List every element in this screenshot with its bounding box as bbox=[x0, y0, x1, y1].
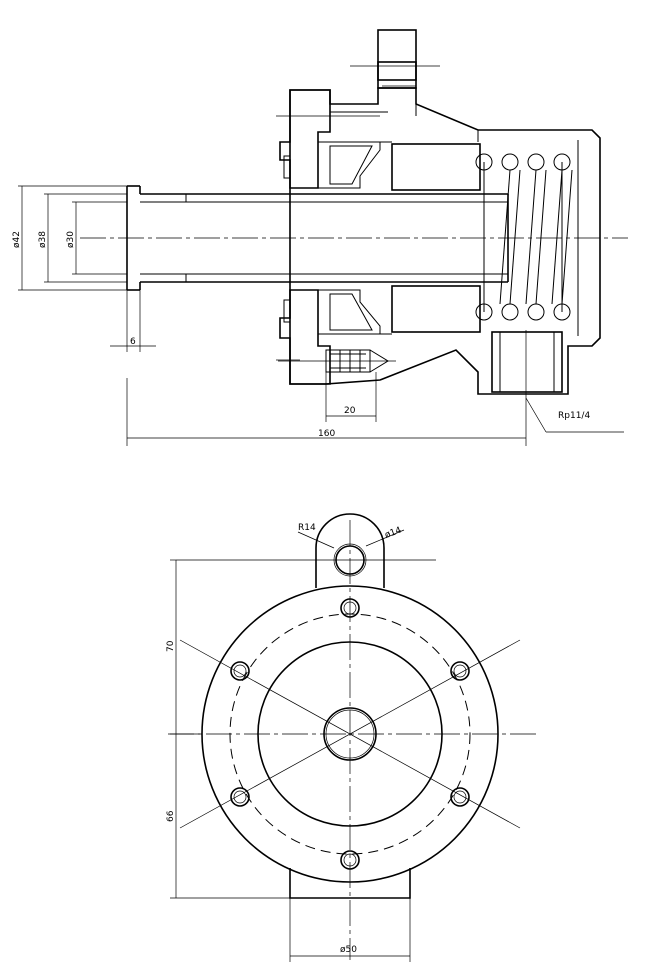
base-block bbox=[289, 868, 411, 899]
flange-outer bbox=[201, 585, 499, 883]
bolt-holes bbox=[230, 598, 470, 870]
flange-inner bbox=[257, 641, 443, 827]
dim-d38: ø38 bbox=[38, 231, 48, 248]
dim-len20: 20 bbox=[344, 406, 356, 416]
dim-d42: ø42 bbox=[12, 231, 22, 248]
shaft-bore bbox=[323, 707, 377, 761]
pipe-tube bbox=[126, 185, 509, 291]
front-view: R14 ø14 ø50 70 66 bbox=[166, 513, 540, 962]
height-dimensions: 70 66 bbox=[166, 559, 290, 899]
dim-d50: ø50 bbox=[340, 945, 357, 955]
dim-len6: 6 bbox=[130, 337, 136, 347]
dim-d30: ø30 bbox=[66, 231, 76, 248]
dim-d14: ø14 bbox=[384, 526, 404, 541]
dim-thread: Rp11/4 bbox=[558, 411, 590, 421]
lifting-lug bbox=[315, 513, 385, 588]
dim-h70: 70 bbox=[166, 640, 176, 652]
dim-len160: 160 bbox=[318, 429, 335, 439]
length-dimensions: 6 20 160 Rp11/4 bbox=[110, 290, 624, 446]
dim-h66: 66 bbox=[166, 810, 176, 822]
side-section-view: ø42 ø38 ø30 6 20 160 Rp11/4 bbox=[12, 29, 628, 446]
dim-r14: R14 bbox=[298, 523, 316, 533]
compression-spring bbox=[475, 153, 573, 321]
diameter-dimensions: ø42 ø38 ø30 bbox=[12, 185, 127, 291]
housing bbox=[276, 29, 601, 400]
